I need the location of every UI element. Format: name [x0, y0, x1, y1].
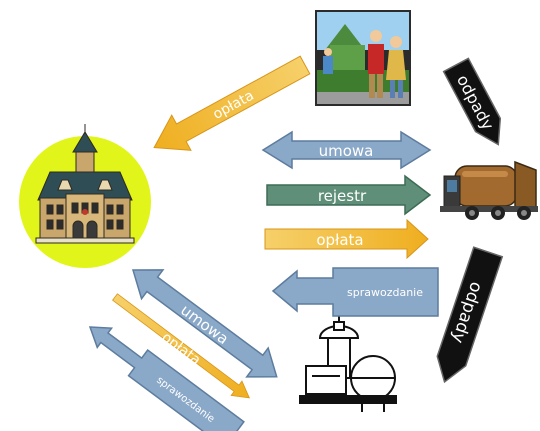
town-hall-icon: [19, 124, 151, 268]
arrow-register: rejestr: [266, 174, 432, 216]
arrow-contract-center: umowa: [261, 130, 432, 170]
arrow-fee-center: opłata: [264, 218, 429, 260]
label-register: rejestr: [318, 187, 367, 205]
arrow-waste-bottom: odpady: [436, 246, 504, 384]
label-report-center: sprawozdanie: [347, 286, 423, 299]
garbage-truck-icon: [440, 160, 538, 220]
residents-icon: [315, 10, 411, 106]
label-contract-plant: umowa: [177, 301, 232, 348]
arrow-report-center: sprawozdanie: [271, 267, 439, 317]
label-contract-center: umowa: [319, 142, 374, 160]
arrow-waste-top: odpady: [442, 57, 502, 146]
label-fee-center: opłata: [316, 231, 363, 249]
processing-plant-icon: [299, 314, 397, 412]
